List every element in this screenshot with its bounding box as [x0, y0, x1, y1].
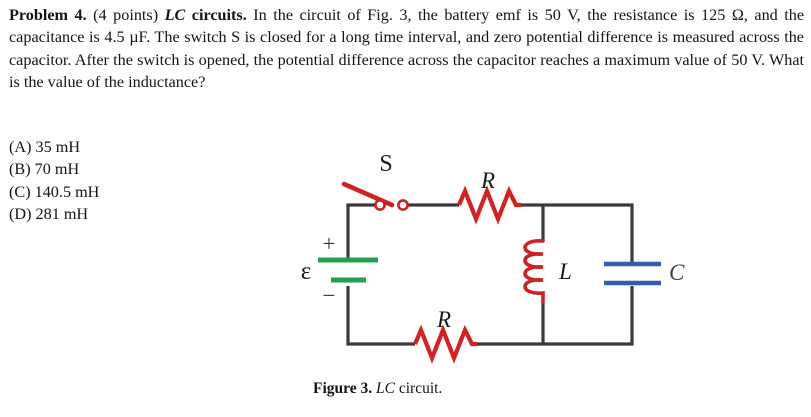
capacitor-symbol — [604, 261, 661, 286]
inductor-symbol — [523, 239, 545, 304]
switch-symbol[interactable] — [341, 181, 409, 211]
answer-choices: (A) 35 mH (B) 70 mH (C) 140.5 mH (D) 281… — [9, 136, 99, 225]
problem-label: Problem 4. — [9, 6, 87, 24]
answer-choice-d[interactable]: (D) 281 mH — [9, 204, 89, 223]
answer-choice-b[interactable]: (B) 70 mH — [9, 160, 80, 179]
inductor-coils — [523, 239, 545, 304]
problem-points: (4 points) — [93, 6, 159, 24]
switch-terminal-left[interactable] — [374, 199, 386, 211]
emf-label: ε — [301, 258, 312, 285]
battery-minus-sign: − — [323, 283, 336, 308]
problem-text: In the circuit of Fig. 3, the battery em… — [9, 6, 805, 91]
figure-caption: Figure 3. LC circuit. — [313, 380, 442, 398]
problem-statement: Problem 4. (4 points) LC circuits. In th… — [9, 4, 804, 93]
switch-label: S — [379, 151, 392, 177]
resistor-top-symbol — [457, 185, 521, 225]
switch-terminal-right[interactable] — [397, 199, 409, 211]
resistor-bottom-label: R — [436, 307, 451, 332]
battery-plus-sign: + — [323, 231, 336, 256]
problem-topic-italic: LC — [164, 6, 186, 24]
circuit-wires — [346, 203, 634, 346]
figure-caption-label: Figure 3. — [313, 380, 373, 397]
capacitor-label: C — [669, 260, 685, 285]
answer-choice-a[interactable]: (A) 35 mH — [9, 138, 81, 156]
battery-symbol — [318, 257, 378, 283]
figure-caption-rest: circuit. — [394, 380, 443, 397]
inductor-label: L — [558, 259, 572, 284]
problem-topic-rest: circuits. — [185, 6, 247, 24]
answer-choice-c[interactable]: (C) 140.5 mH — [9, 182, 100, 201]
resistor-bottom-symbol — [413, 324, 477, 364]
resistor-top-label: R — [480, 168, 495, 193]
figure-caption-italic: LC — [372, 380, 395, 397]
circuit-figure: S R R L C ε + − — [276, 146, 706, 411]
